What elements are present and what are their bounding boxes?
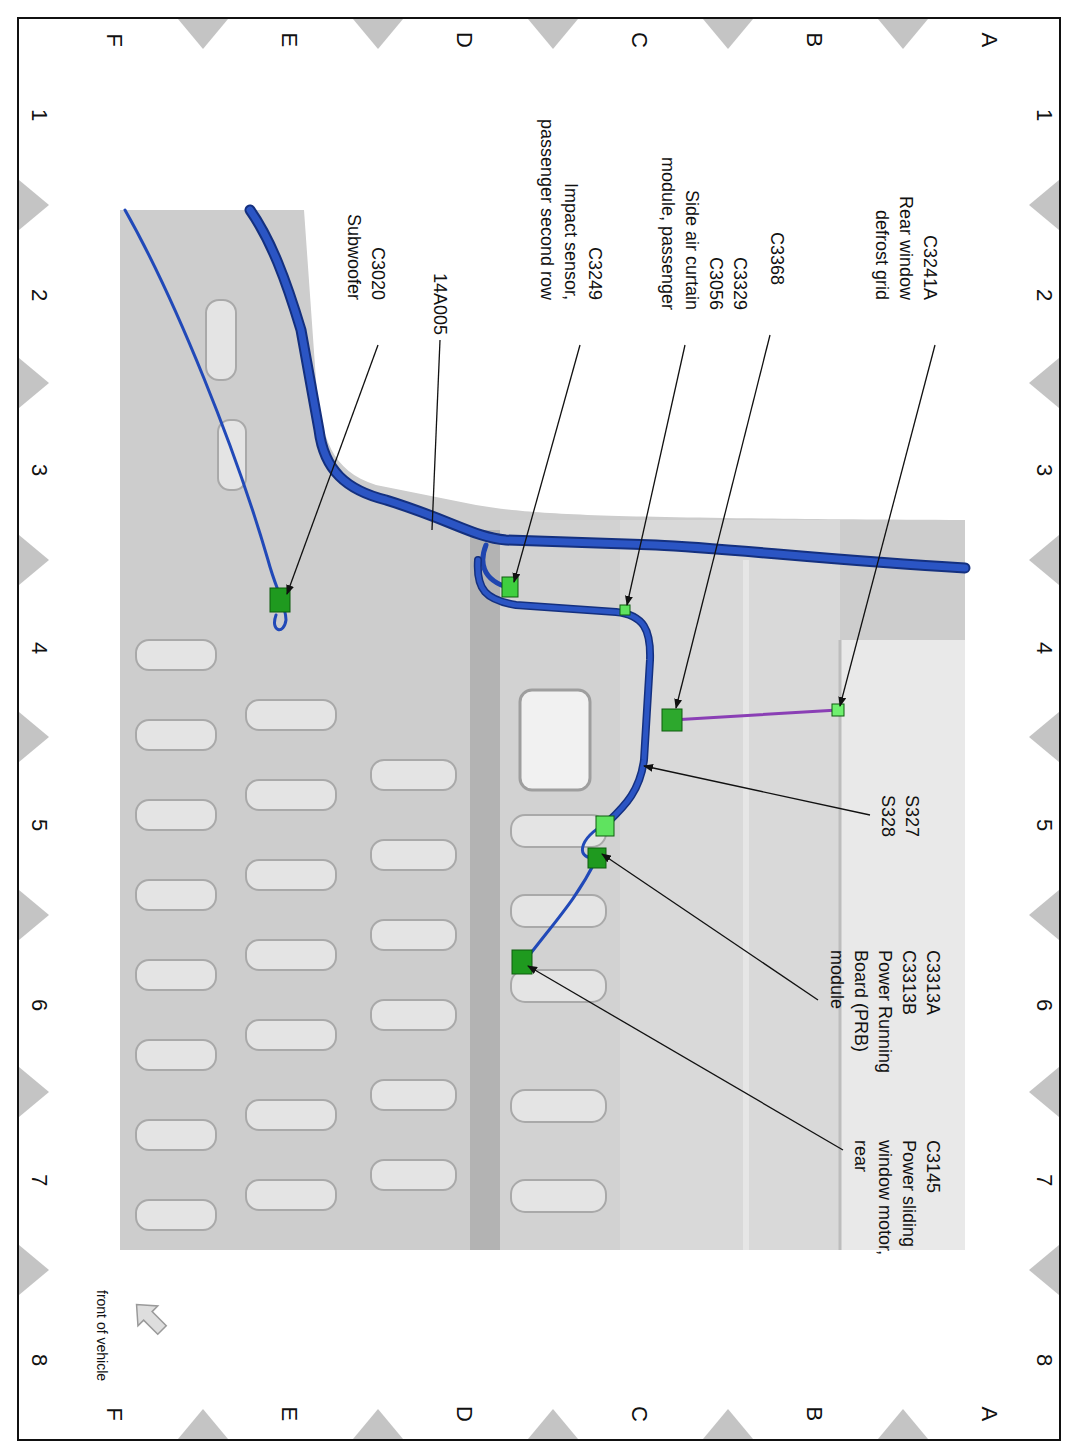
grid-reference: D — [451, 32, 480, 48]
grid-reference: 8 — [1031, 1354, 1060, 1366]
grid-reference: A — [976, 33, 1005, 48]
wiring-harness — [125, 210, 965, 962]
component-name: Rear window defrost grid — [870, 194, 918, 300]
cab-floor-illustration — [120, 210, 965, 1250]
connector-id: C3313A — [921, 950, 945, 1015]
grid-reference: C — [626, 32, 655, 48]
grid-reference: A — [976, 1407, 1005, 1422]
grid-reference: 3 — [1031, 464, 1060, 476]
grid-reference: 2 — [26, 289, 55, 301]
grid-reference: 4 — [26, 642, 55, 654]
direction-arrow — [127, 1295, 172, 1340]
splice-id: S328 — [876, 795, 900, 837]
grid-reference: 2 — [1031, 289, 1060, 301]
grid-reference: E — [276, 1407, 305, 1422]
grid-reference: 1 — [26, 109, 55, 121]
grid-reference: 6 — [1031, 999, 1060, 1011]
leader-lines — [287, 335, 935, 1150]
grid-reference: B — [801, 33, 830, 48]
component-name: Power Running Board (PRB) module — [825, 950, 897, 1082]
grid-reference: 3 — [26, 464, 55, 476]
connector-symbols — [270, 577, 844, 974]
grid-reference: 4 — [1031, 642, 1060, 654]
harness-number: 14A005 — [428, 273, 452, 335]
component-name: Subwoofer — [342, 214, 366, 300]
grid-reference: 7 — [26, 1174, 55, 1186]
connector-id: C3020 — [366, 247, 390, 300]
grid-markers — [19, 19, 1059, 1439]
splice-id: S327 — [900, 795, 924, 837]
grid-reference: 7 — [1031, 1174, 1060, 1186]
direction-note: front of vehicle — [92, 1290, 111, 1381]
grid-reference: D — [451, 1406, 480, 1422]
grid-reference: F — [101, 34, 130, 47]
grid-reference: C — [626, 1406, 655, 1422]
grid-reference: F — [101, 1408, 130, 1421]
connector-id: C3145 — [921, 1140, 945, 1193]
connector-id: C3249 — [583, 247, 607, 300]
grid-reference: 5 — [1031, 819, 1060, 831]
component-name: Impact sensor, passenger second row — [535, 114, 583, 300]
grid-reference: 6 — [26, 999, 55, 1011]
connector-id: C3056 — [704, 257, 728, 310]
grid-reference: B — [801, 1407, 830, 1422]
component-name: Power sliding window motor, rear — [849, 1140, 921, 1262]
grid-reference: E — [276, 33, 305, 48]
sheet-frame — [18, 18, 1060, 1440]
connector-id: C3329 — [728, 257, 752, 310]
grid-reference: 5 — [26, 819, 55, 831]
grid-reference: 8 — [26, 1354, 55, 1366]
component-name: Side air curtain module, passenger — [656, 152, 704, 310]
connector-id: C3368 — [765, 232, 789, 285]
connector-id: C3313B — [897, 950, 921, 1015]
grid-reference: 1 — [1031, 109, 1060, 121]
connector-id: C3241A — [918, 235, 942, 300]
